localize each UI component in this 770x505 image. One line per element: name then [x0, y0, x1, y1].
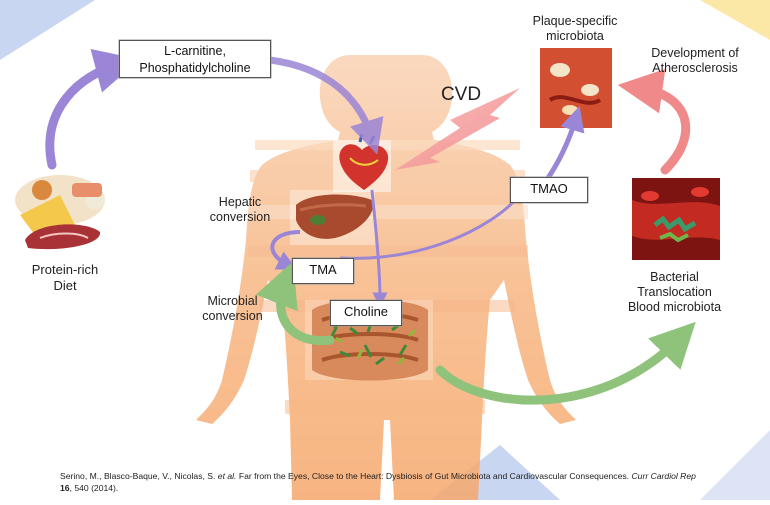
heart-image: [333, 133, 391, 192]
arrow-to-choline: [370, 189, 388, 308]
citation: Serino, M., Blasco-Baque, V., Nicolas, S…: [60, 471, 696, 493]
lightning-bolt-icon: [395, 88, 520, 170]
arrow-choline-to-tma: [255, 261, 335, 346]
arrow-gut-to-translocation: [435, 321, 696, 405]
box-choline: Choline: [330, 300, 402, 326]
arrow-diet-to-lcarnitine: [45, 48, 140, 170]
label-cvd: CVD: [440, 84, 482, 105]
box-tmao: TMAO: [510, 177, 588, 203]
food-image: [15, 175, 105, 250]
arrow-translocation-to-plaque: [617, 68, 691, 175]
box-lcarnitine-phosphatidylcholine: L-carnitine,Phosphatidylcholine: [119, 40, 271, 78]
liver-image: [290, 190, 375, 245]
arrow-lcarnitine-to-heart: [266, 56, 384, 155]
arrow-tmao-to-plaque: [545, 106, 585, 180]
corner-yellow-top-right: [700, 0, 770, 40]
box-tma: TMA: [292, 258, 354, 284]
corner-blue-bottom-right: [700, 430, 770, 500]
arrow-liver-to-tmao: [339, 194, 522, 260]
human-body: [196, 55, 576, 500]
bacterial-translocation-image: [632, 178, 720, 260]
corner-blue-top-left: [0, 0, 95, 60]
plaque-microbiota-image: [540, 48, 612, 128]
